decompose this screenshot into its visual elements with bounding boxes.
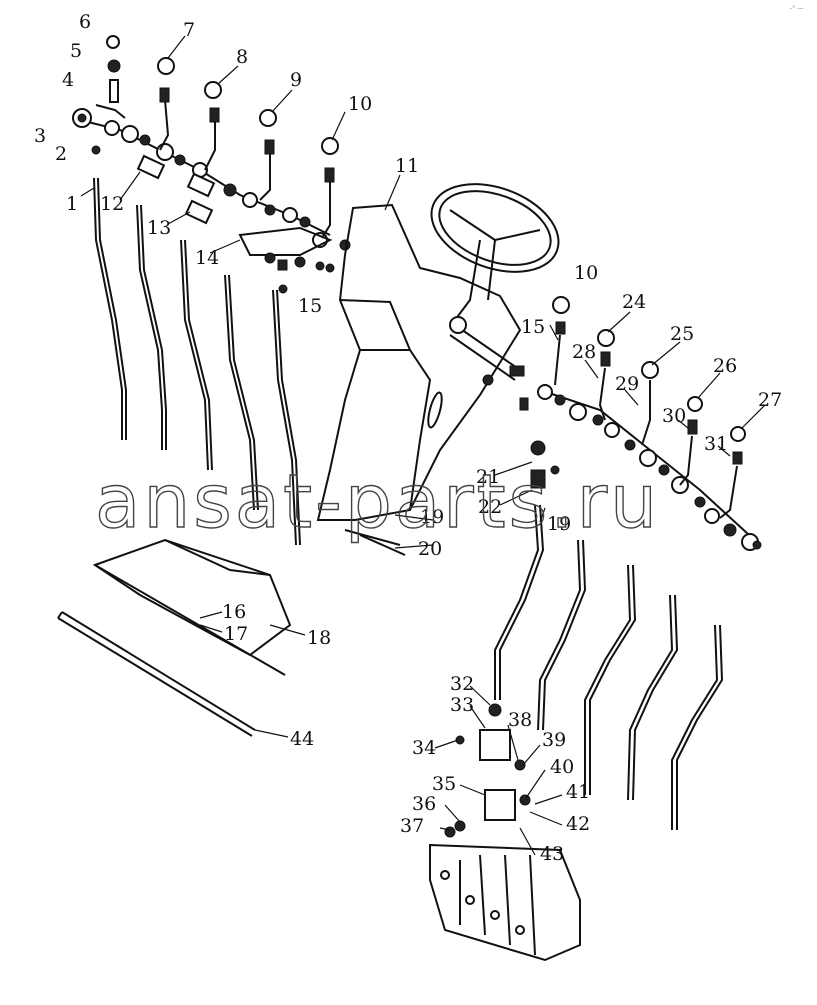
callout-43: 43 — [540, 843, 564, 865]
callout-24: 24 — [622, 291, 646, 313]
callout-29: 29 — [615, 373, 639, 395]
callout-10: 10 — [348, 93, 372, 115]
callout-17: 17 — [224, 623, 248, 645]
callout-26: 26 — [713, 355, 737, 377]
callout-35: 35 — [432, 773, 456, 795]
right-valve-chain — [449, 296, 762, 551]
callout-36: 36 — [412, 793, 436, 815]
callout-33: 33 — [450, 694, 474, 716]
callout-27: 27 — [758, 389, 782, 411]
callout-labels: 1 2 3 4 5 6 7 8 9 10 11 12 13 14 15 16 1… — [34, 11, 782, 865]
callout-7: 7 — [183, 19, 195, 41]
callout-22: 22 — [478, 496, 502, 518]
callout-15: 15 — [298, 295, 322, 317]
callout-25: 25 — [670, 323, 694, 345]
callout-4: 4 — [62, 69, 74, 91]
callout-18: 18 — [307, 627, 331, 649]
callout-39: 39 — [542, 729, 566, 751]
callout-3: 3 — [34, 125, 46, 147]
callout-1: 1 — [66, 193, 78, 215]
console-housing — [316, 203, 522, 556]
callout-9: 9 — [290, 69, 302, 91]
left-valve-block-group — [72, 35, 351, 294]
callout-20: 20 — [418, 538, 442, 560]
callout-19: 19 — [420, 506, 444, 528]
callout-19-right: 19 — [547, 513, 571, 535]
callout-37: 37 — [400, 815, 424, 837]
callout-30: 30 — [662, 405, 686, 427]
callout-44: 44 — [290, 728, 314, 750]
callout-16: 16 — [222, 601, 246, 623]
callout-38: 38 — [508, 709, 532, 731]
callout-41: 41 — [566, 781, 590, 803]
corner-mark: -° --- — [790, 5, 804, 12]
callout-8: 8 — [236, 46, 248, 68]
bottom-valve-bank — [429, 703, 581, 962]
callout-12: 12 — [100, 193, 124, 215]
callout-6: 6 — [79, 11, 91, 33]
callout-2: 2 — [55, 143, 67, 165]
callout-11: 11 — [395, 155, 419, 177]
callout-28: 28 — [572, 341, 596, 363]
watermark-text: ansat-parts.ru — [95, 459, 660, 545]
callout-13: 13 — [147, 217, 171, 239]
callout-14: 14 — [195, 247, 219, 269]
callout-31: 31 — [704, 433, 728, 455]
leader-lines — [80, 35, 766, 856]
callout-21: 21 — [476, 466, 500, 488]
right-long-rods — [494, 504, 724, 830]
left-long-rods — [93, 177, 301, 546]
callout-34: 34 — [412, 737, 436, 759]
callout-5: 5 — [70, 40, 82, 62]
callout-40: 40 — [550, 756, 574, 778]
callout-15-right: 15 — [521, 316, 545, 338]
cover-plates — [57, 538, 292, 737]
callout-10-right: 10 — [574, 262, 598, 284]
callout-42: 42 — [566, 813, 590, 835]
callout-32: 32 — [450, 673, 474, 695]
steering-wheel — [430, 183, 560, 321]
